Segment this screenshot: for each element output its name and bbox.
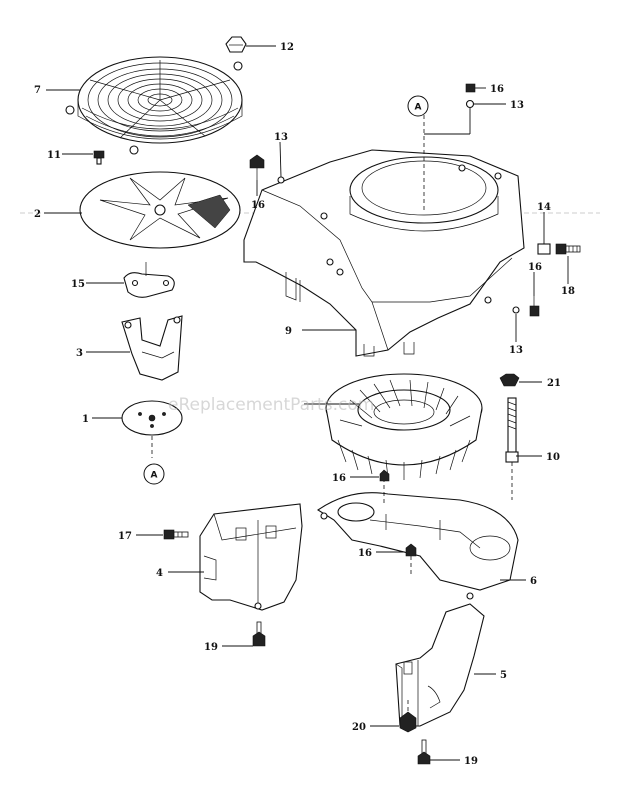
- label-16-left: 16: [251, 200, 265, 211]
- screen-bracket: [121, 315, 183, 381]
- label-2: 2: [34, 209, 41, 220]
- label-7: 7: [34, 85, 41, 96]
- label-9: 9: [285, 326, 292, 337]
- fan-disk: [79, 171, 241, 249]
- label-3: 3: [76, 348, 83, 359]
- label-19-left: 19: [204, 642, 218, 653]
- label-13-left: 13: [274, 132, 288, 143]
- label-16-top: 16: [490, 84, 504, 95]
- label-10: 10: [546, 452, 560, 463]
- label-16-plate-top: 16: [332, 473, 346, 484]
- label-13-right: 13: [509, 345, 523, 356]
- label-12: 12: [280, 42, 294, 53]
- label-6: 6: [530, 576, 537, 587]
- label-11: 11: [47, 150, 61, 161]
- svg-text:A: A: [415, 103, 422, 113]
- svg-text:A: A: [151, 471, 158, 481]
- leader-lines: [44, 45, 569, 761]
- label-4: 4: [156, 568, 163, 579]
- screw-19-left: [252, 621, 266, 647]
- label-15: 15: [71, 279, 85, 290]
- callout-a-bottom: A: [143, 463, 165, 485]
- baffle-4: [199, 503, 303, 611]
- label-14: 14: [537, 202, 551, 213]
- label-20: 20: [352, 722, 366, 733]
- baffle-5: [395, 603, 485, 727]
- label-13-top: 13: [510, 100, 524, 111]
- rotating-screen: [65, 56, 243, 155]
- label-5: 5: [500, 670, 507, 681]
- label-16-right: 16: [528, 262, 542, 273]
- bolt-18: [555, 243, 581, 255]
- grommet-20: [399, 700, 417, 733]
- label-18: 18: [561, 286, 575, 297]
- label-1: 1: [82, 414, 89, 425]
- screw-17: [163, 529, 189, 540]
- label-17: 17: [118, 531, 132, 542]
- callout-a-top: A: [407, 95, 429, 117]
- watermark: eReplacementParts.com: [168, 395, 374, 415]
- screw-11: [93, 150, 105, 165]
- blower-housing: [243, 108, 525, 357]
- nut-21: [499, 373, 520, 387]
- flywheel-fan: [325, 373, 483, 480]
- screw-16-plate-mid: [405, 543, 417, 574]
- stud-10: [505, 397, 519, 500]
- screen-nut: [225, 36, 247, 53]
- fan-plate: [316, 478, 519, 600]
- screw-19-right: [417, 739, 431, 765]
- part-number-labels: 12 7 11 2 15 3 1 13 16 16 13 14 16 18 13…: [34, 42, 575, 767]
- screw-16-right: [512, 296, 540, 317]
- screw-16-plate-top: [379, 469, 390, 482]
- screw-16-left: [249, 154, 285, 184]
- label-19-right: 19: [464, 756, 478, 767]
- bracket-plate: [123, 262, 175, 298]
- label-16-plate-mid: 16: [358, 548, 372, 559]
- screw-16-top: [465, 83, 476, 109]
- clip-14: [537, 243, 551, 255]
- label-21: 21: [547, 378, 561, 389]
